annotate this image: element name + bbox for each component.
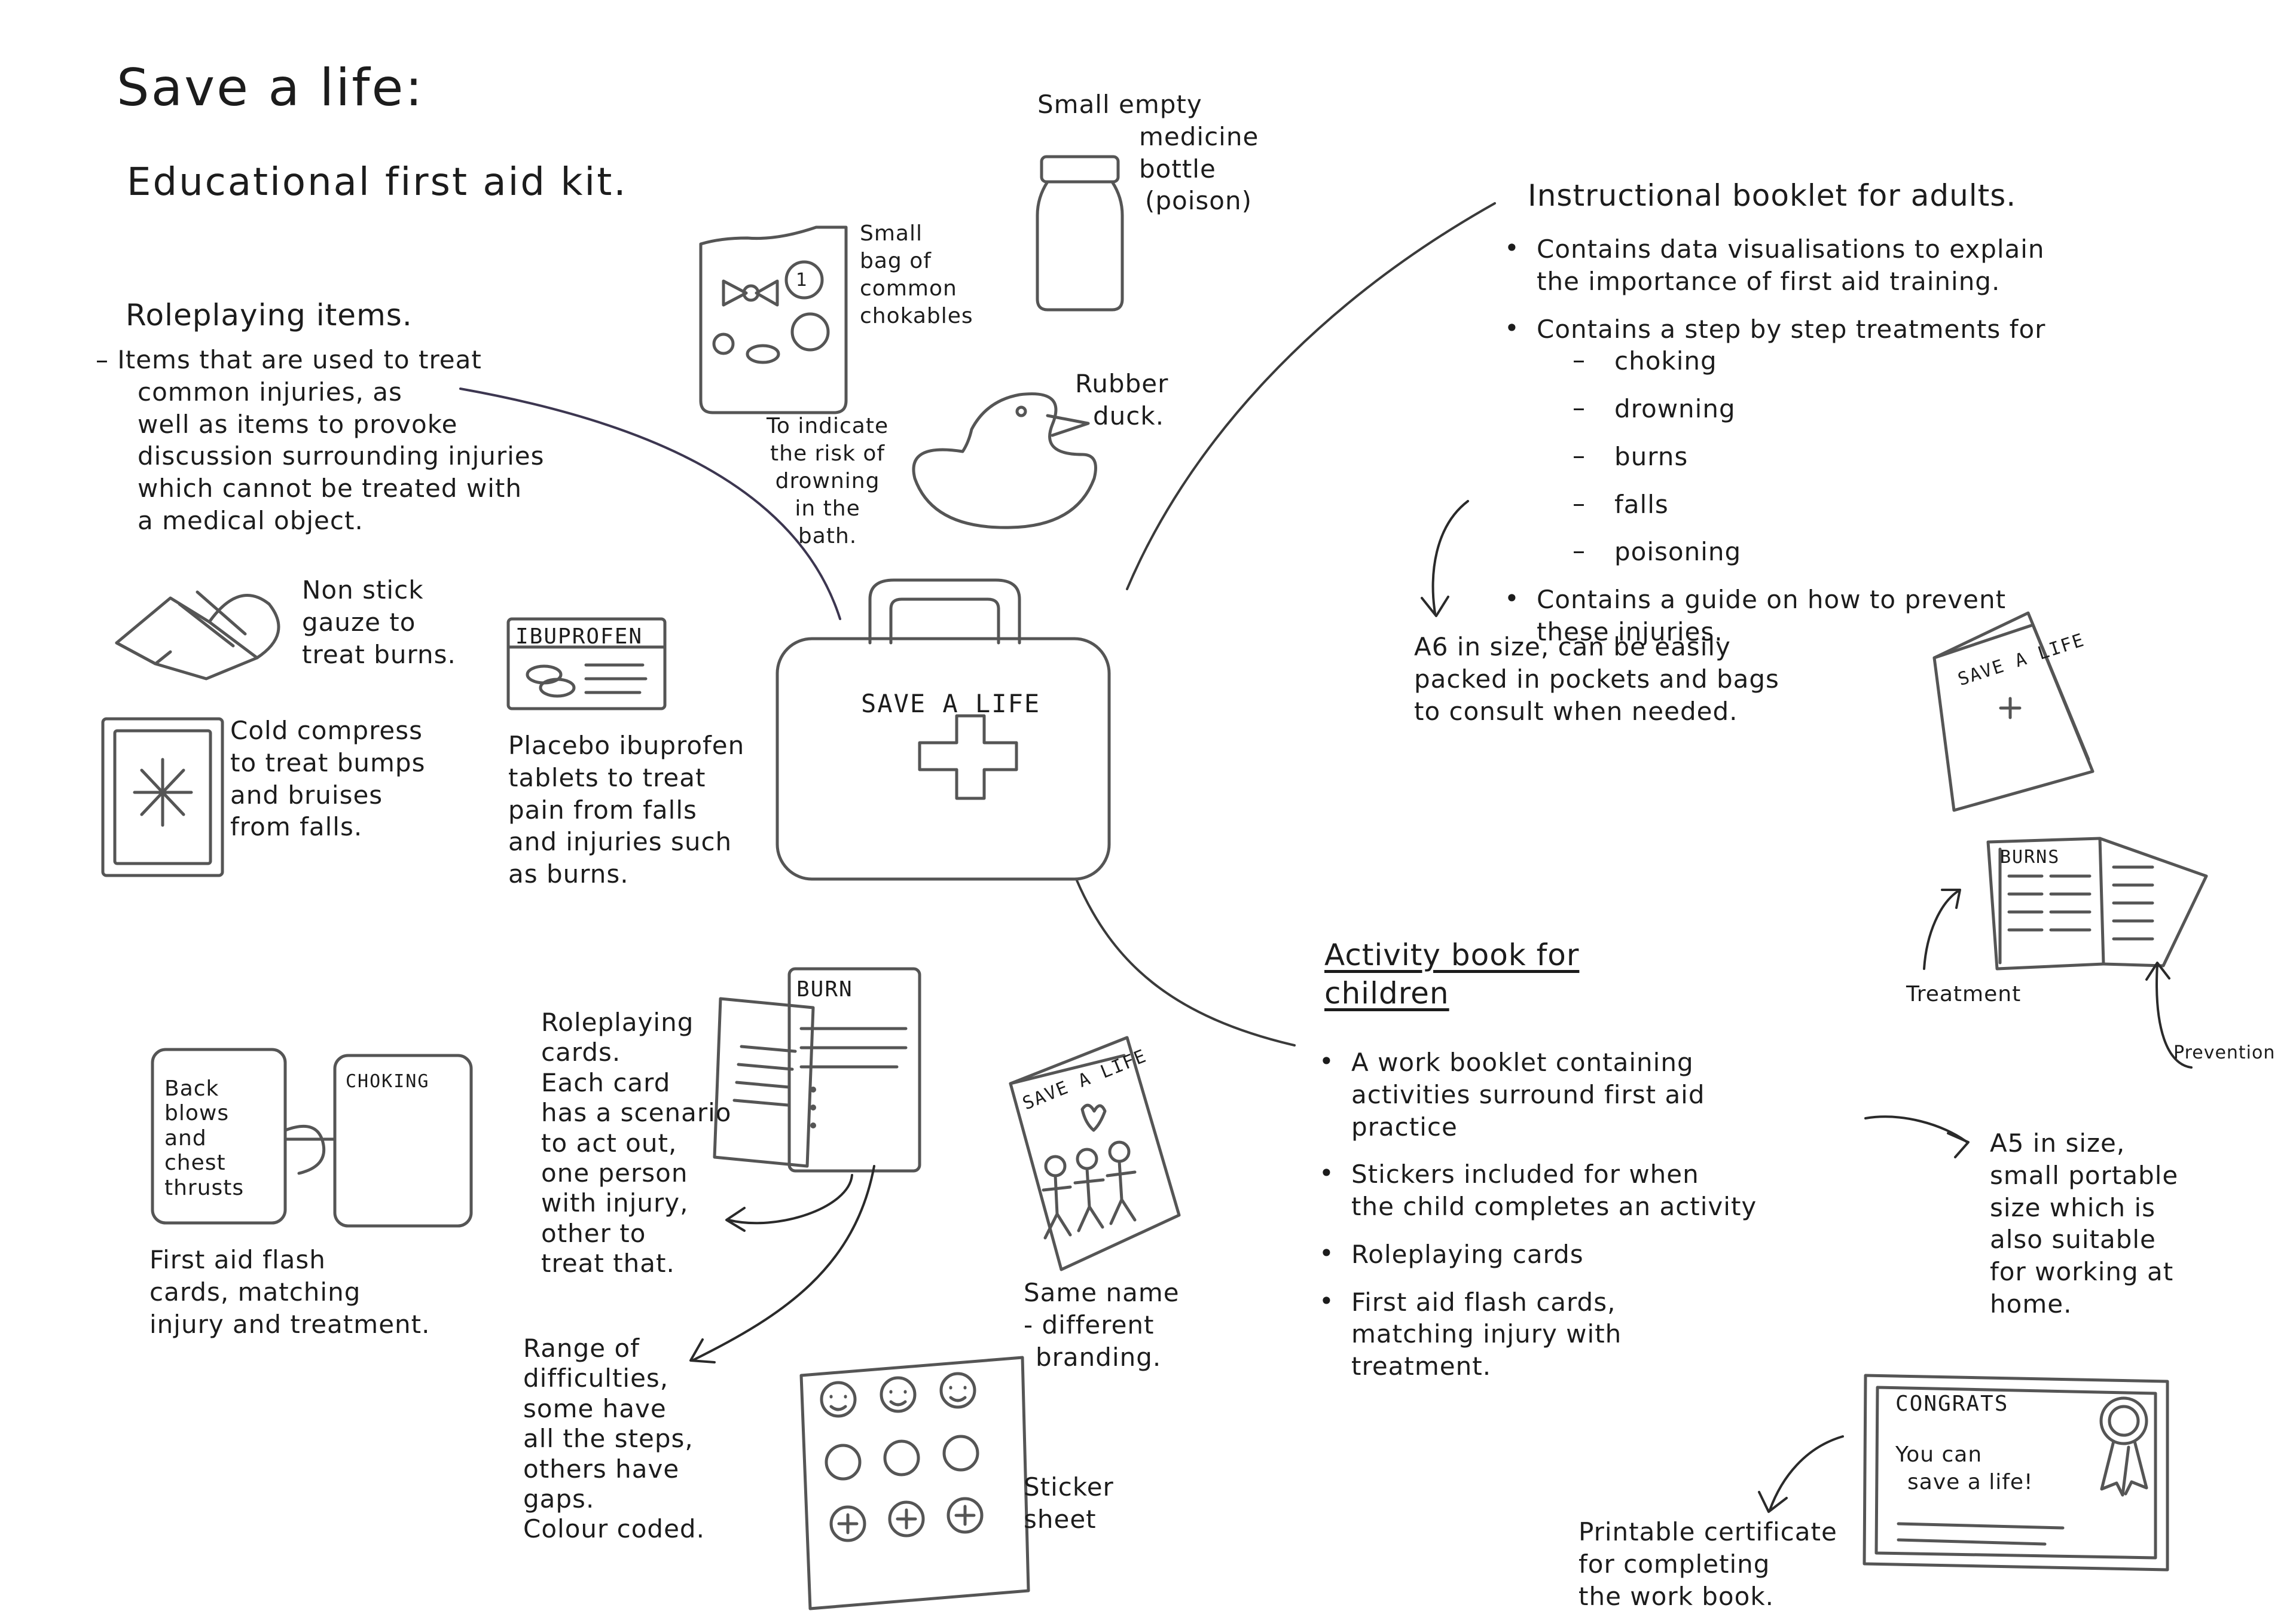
arrow-difficulty <box>689 1165 875 1363</box>
ibuprofen-box-label: IBUPROFEN <box>515 624 643 649</box>
treatment-label: Treatment <box>1906 982 2022 1006</box>
adult-booklet-heading: Instructional booklet for adults. <box>1528 178 2017 213</box>
gauze-roll-icon <box>115 590 280 681</box>
arrow-certificate <box>1758 1435 1844 1513</box>
flash-card-right-text: CHOKING <box>346 1071 430 1092</box>
arrow-treatment <box>1923 889 1961 970</box>
cold-compress-icon <box>101 717 224 877</box>
connector-roleplaying <box>459 388 841 620</box>
arrow-activity-size <box>1864 1115 1970 1158</box>
first-aid-kit-icon <box>775 578 1111 881</box>
ibuprofen-box-icon <box>506 617 667 710</box>
roleplaying-items-heading: Roleplaying items. <box>126 298 413 332</box>
kit-label: SAVE A LIFE <box>861 689 1041 718</box>
prevention-label: Prevention <box>2173 1042 2276 1063</box>
arrow-booklet-size <box>1421 500 1469 617</box>
certificate-icon <box>1863 1374 2169 1572</box>
certificate-heading: CONGRATS <box>1895 1392 2009 1416</box>
activity-bullet-4: First aid flash cards,matching injury wi… <box>1315 1285 1757 1383</box>
activity-book-cover-icon <box>1009 1036 1181 1271</box>
roleplaying-cards-icon <box>713 967 921 1173</box>
medicine-bottle-icon <box>1036 155 1124 312</box>
adult-booklet-page-title: BURNS <box>2000 847 2060 868</box>
arrow-roleplaying-cards <box>725 1174 853 1232</box>
chokables-token-number: 1 <box>796 270 808 291</box>
activity-bullet-3: Roleplaying cards <box>1315 1237 1757 1271</box>
connector-activity <box>1075 878 1296 1047</box>
sticker-sheet-icon <box>799 1356 1030 1610</box>
adult-booklet-bullet-1: Contains data visualisations to explaint… <box>1501 232 2045 298</box>
adult-booklet-bullet-3: Contains a guide on how to preventthese … <box>1501 582 2045 648</box>
chokables-bag-icon <box>699 225 848 414</box>
arrow-prevention <box>2145 962 2193 1069</box>
connector-booklet <box>1126 202 1496 590</box>
page-subtitle: Educational first aid kit. <box>127 160 628 205</box>
rubber-duck-icon <box>912 392 1097 529</box>
medicine-bottle-caption: Small empty medicine bottle (poison) <box>1037 90 1259 216</box>
page-title: Save a life: <box>117 58 425 118</box>
adult-booklet-spread-icon <box>1986 837 2208 971</box>
flash-cards-icon <box>151 1048 473 1228</box>
roleplaying-items-description: – Items that are used to treat common in… <box>96 345 545 535</box>
adult-booklet-bullets: Contains data visualisations to explaint… <box>1501 232 2045 664</box>
roleplaying-card-title: BURN <box>796 977 853 1002</box>
adult-booklet-bullet-2: Contains a step by step treatments for c… <box>1501 312 2045 569</box>
